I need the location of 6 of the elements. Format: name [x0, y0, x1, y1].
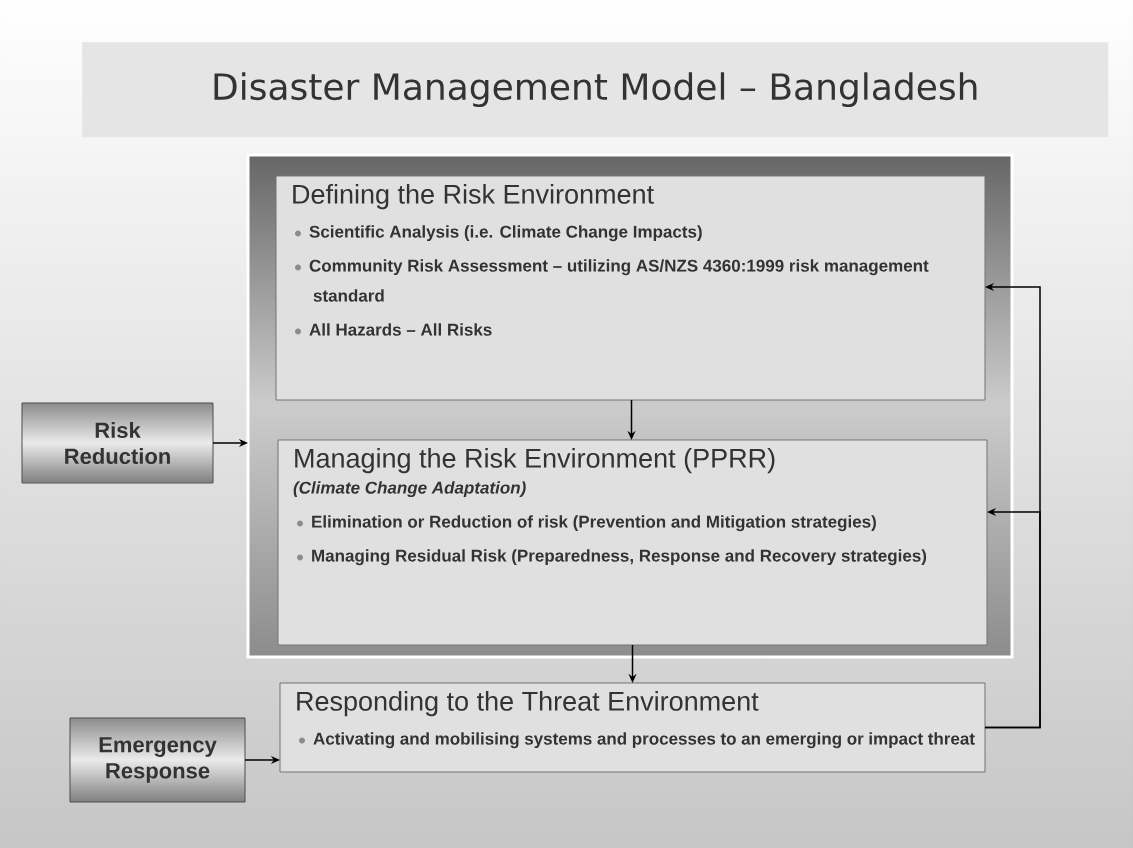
title-band: Disaster Management Model – Bangladesh — [82, 42, 1109, 138]
label-box: Risk Reduction — [21, 402, 214, 484]
process-box: Responding to the Threat Environment Activating and mobilising systems and processes to an emerging or impact threat — [279, 682, 986, 773]
process-box: Managing the Risk Environment (PPRR) (Climate Change Adaptation) Elimination or Reduction of risk (Prevention and Mitigation strategies) Managing Residual Risk (Preparedness, Response and Recovery strategies) — [277, 439, 988, 646]
process-box: Defining the Risk Environment Scientific Analysis (i.e. Climate Change Impacts) Community Risk Assessment – utilizing AS/NZS 4360:1999 risk management standard All Hazards – All Risks — [275, 175, 986, 401]
label-box: Emergency Response — [69, 717, 246, 803]
